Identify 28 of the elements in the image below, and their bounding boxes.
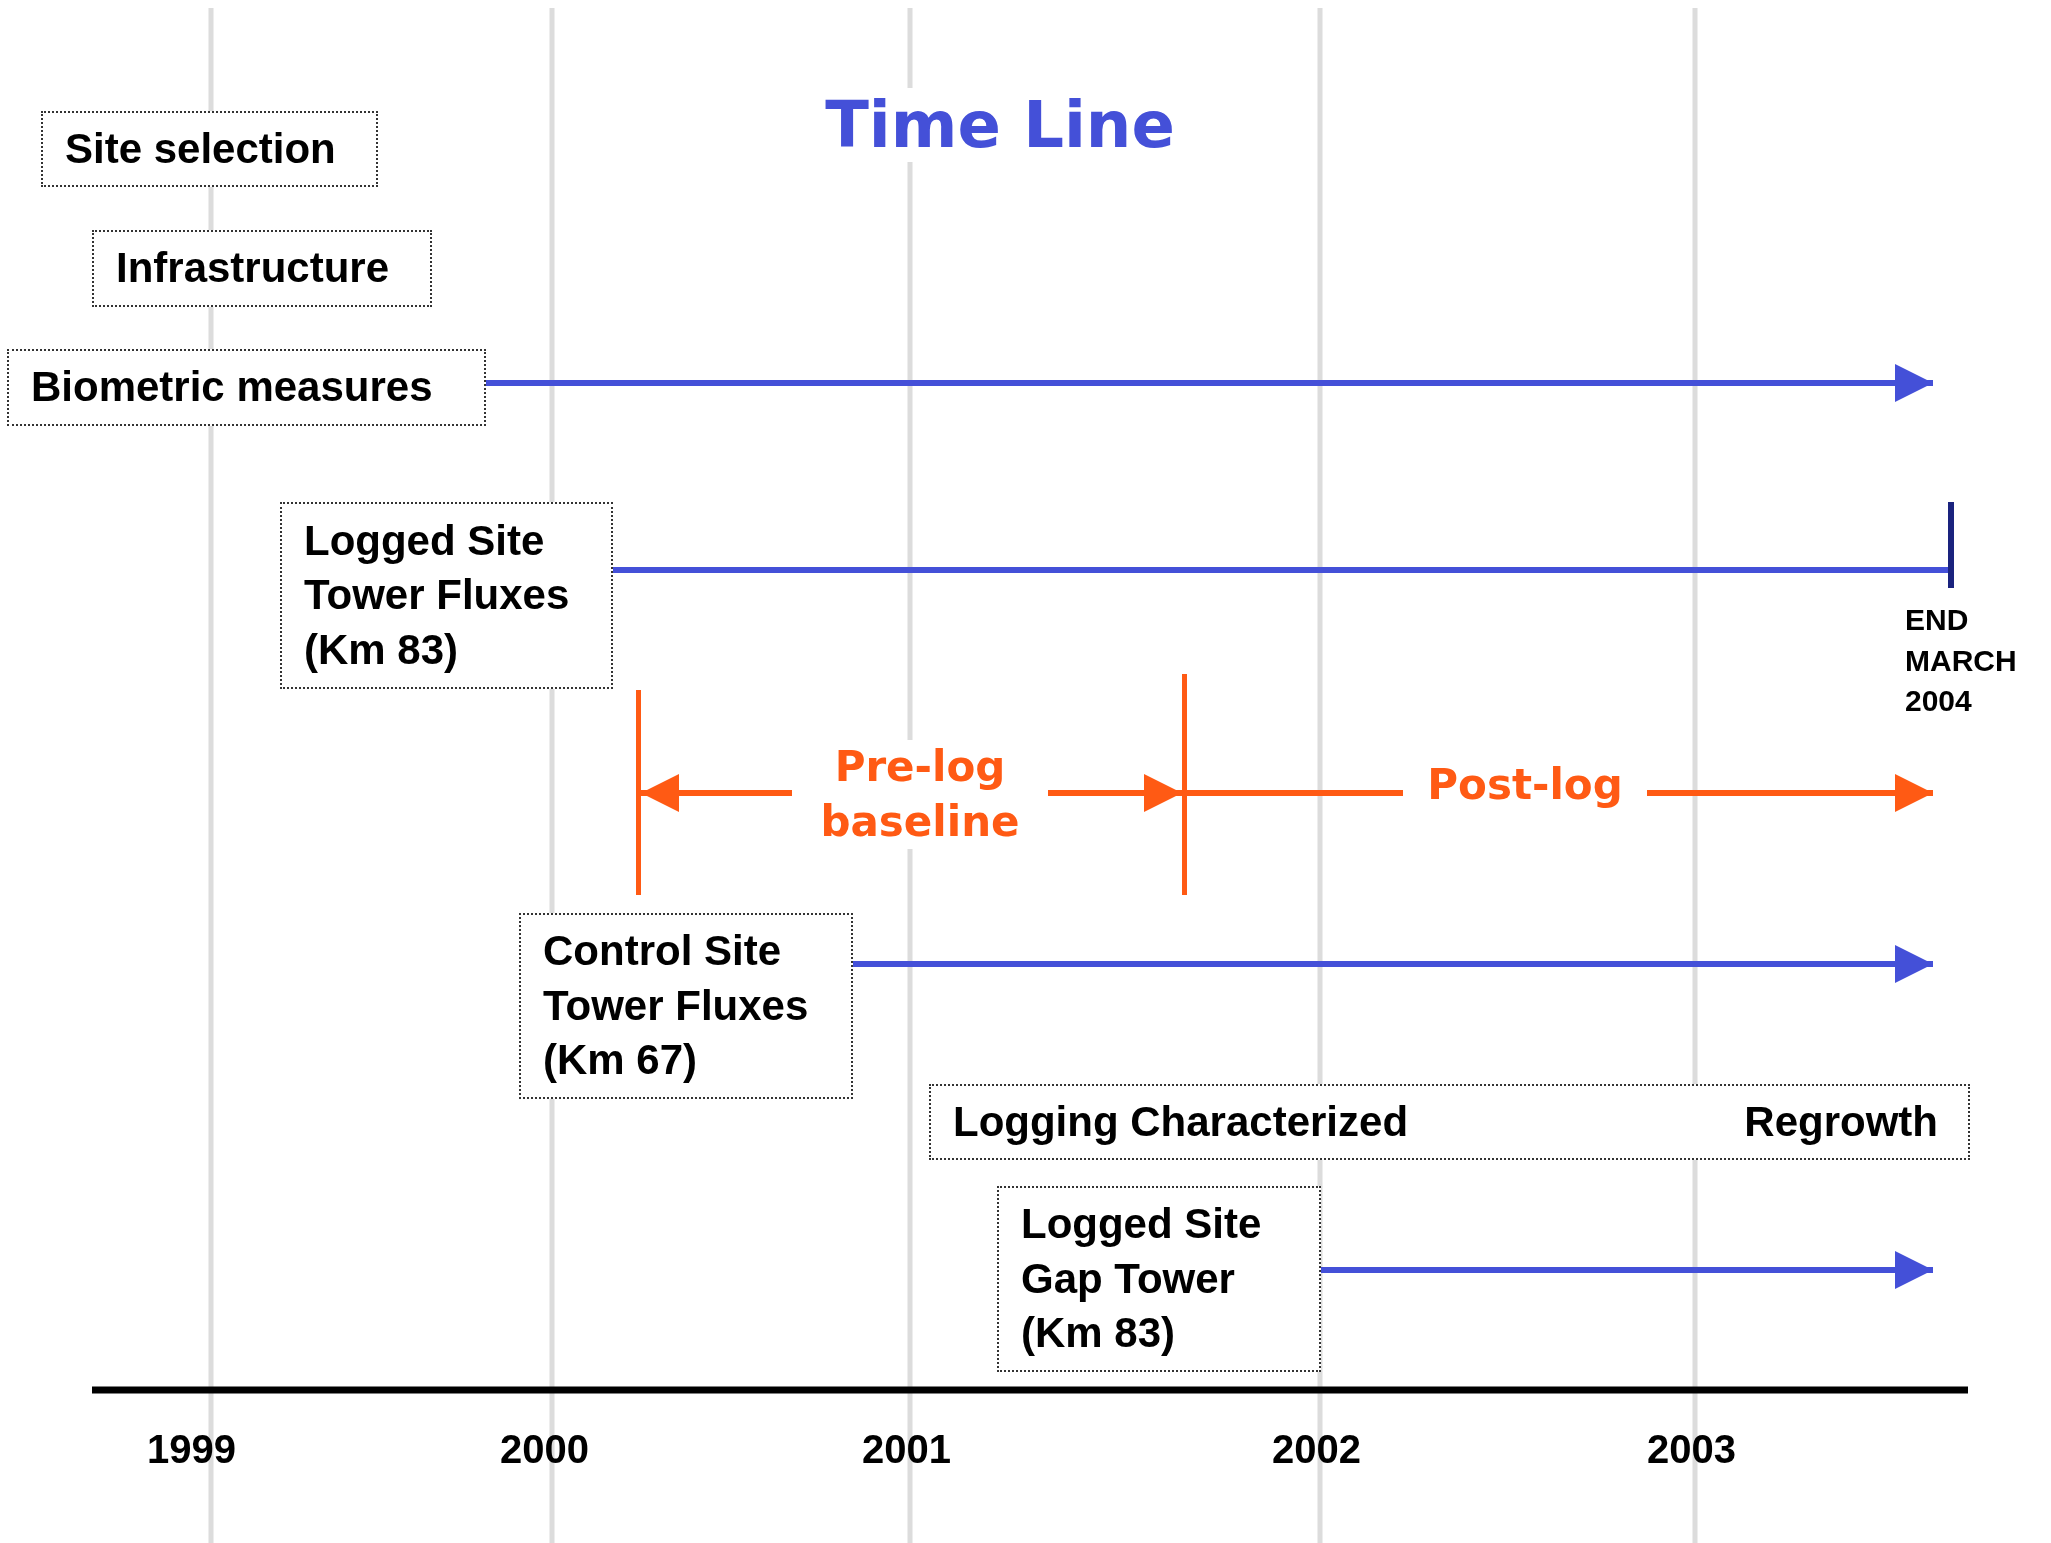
arrow xyxy=(486,364,1933,402)
activity-label: Biometric measures xyxy=(31,362,433,413)
end-bar-line xyxy=(613,502,1954,588)
end-note: END MARCH 2004 xyxy=(1905,602,2018,719)
phase-marker-bar xyxy=(1182,674,1187,895)
activity-label: Logged Site Tower Fluxes (Km 83) xyxy=(304,515,571,675)
timeline-box xyxy=(929,1084,1970,1160)
activity-label: Site selection xyxy=(65,123,336,174)
activity-label: Regrowth xyxy=(1744,1096,1938,1147)
phase-marker-bar xyxy=(636,690,641,895)
timeline-box xyxy=(41,111,378,187)
arrow xyxy=(853,945,1933,983)
timeline-box xyxy=(280,502,613,689)
timeline-box xyxy=(7,349,486,426)
year-label: 2002 xyxy=(1272,1426,1361,1473)
timeline-box xyxy=(92,230,432,307)
timeline-box xyxy=(997,1186,1321,1372)
activity-label: Infrastructure xyxy=(116,243,390,294)
year-label: 2000 xyxy=(500,1426,589,1473)
edge-label: Pre-log baseline xyxy=(792,740,1048,850)
year-label: 2001 xyxy=(862,1426,951,1473)
activity-label: Logged Site Gap Tower (Km 83) xyxy=(1021,1199,1263,1359)
activity-label: Logging Characterized xyxy=(953,1096,1409,1147)
timeline-box xyxy=(519,913,853,1099)
year-label: 1999 xyxy=(147,1426,236,1473)
arrow xyxy=(1321,1251,1933,1289)
activity-label: Control Site Tower Fluxes (Km 67) xyxy=(543,926,810,1086)
year-label: 2003 xyxy=(1647,1426,1736,1473)
